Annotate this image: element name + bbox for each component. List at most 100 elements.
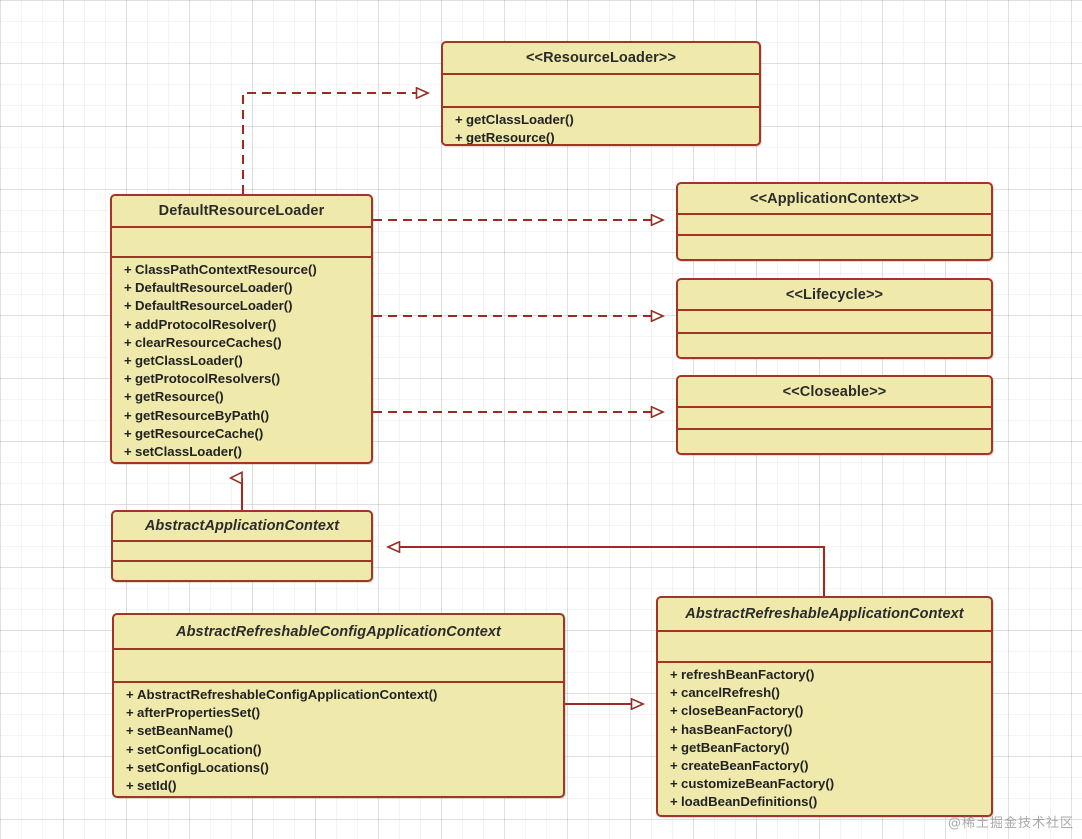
operation-label: setBeanName() [137,723,234,739]
class-box-lifecycle[interactable]: <<Lifecycle>> [676,278,993,359]
visibility-marker: + [124,262,132,277]
operation-row: +getResource() [112,388,371,406]
class-title-applicationcontext: <<ApplicationContext>> [678,184,991,215]
operation-row: +DefaultResourceLoader() [112,279,371,297]
operation-label: clearResourceCaches() [135,334,282,350]
operation-label: AbstractRefreshableConfigApplicationCont… [137,687,438,702]
operation-row: +getResourceCache() [112,425,371,443]
class-box-abstractrefreshableapplicationcontext[interactable]: AbstractRefreshableApplicationContext +r… [656,596,993,817]
class-attributes-defaultresourceloader [112,228,371,258]
operation-row: +setConfigLocations() [114,759,563,777]
class-box-resourceloader[interactable]: <<ResourceLoader>> +getClassLoader() +ge… [441,41,761,146]
operation-row: +createBeanFactory() [658,757,991,775]
operation-label: loadBeanDefinitions() [681,794,818,810]
visibility-marker: + [124,444,132,460]
operation-label: refreshBeanFactory() [681,667,815,682]
class-box-abstractrefreshableconfigapplicationcontext[interactable]: AbstractRefreshableConfigApplicationCont… [112,613,565,798]
visibility-marker: + [670,685,678,701]
operation-row: +clearResourceCaches() [112,334,371,352]
visibility-marker: + [124,353,132,369]
visibility-marker: + [124,280,132,296]
class-title-abstractrefreshableconfigapplicationcontext: AbstractRefreshableConfigApplicationCont… [114,615,563,650]
class-attributes-lifecycle [678,311,991,334]
watermark: @稀土掘金技术社区 [947,816,1074,831]
class-operations-defaultresourceloader: +ClassPathContextResource() +DefaultReso… [112,258,371,462]
operation-label: getProtocolResolvers() [135,371,281,387]
visibility-marker: + [670,667,678,682]
class-box-applicationcontext[interactable]: <<ApplicationContext>> [676,182,993,261]
operation-label: customizeBeanFactory() [681,776,835,792]
visibility-marker: + [670,794,678,810]
operation-label: getResourceByPath() [135,407,270,423]
class-attributes-abstractrefreshableconfigapplicationcontext [114,650,563,683]
class-box-defaultresourceloader[interactable]: DefaultResourceLoader +ClassPathContextR… [110,194,373,464]
visibility-marker: + [124,371,132,387]
operation-row: +setConfigLocation() [114,741,563,759]
visibility-marker: + [670,703,678,719]
class-operations-lifecycle [678,334,991,357]
class-attributes-abstractapplicationcontext [113,542,371,562]
operation-row: +closeBeanFactory() [658,702,991,720]
class-attributes-abstractrefreshableapplicationcontext [658,632,991,663]
class-operations-abstractrefreshableconfigapplicationcontext: +AbstractRefreshableConfigApplicationCon… [114,683,563,796]
operation-label: getResourceCache() [135,425,264,441]
operation-row: +ClassPathContextResource() [112,261,371,279]
visibility-marker: + [670,739,678,755]
operation-label: getClassLoader() [135,353,243,369]
operation-row: +setClassLoader() [112,443,371,461]
class-attributes-closeable [678,408,991,430]
edge-defaultresourceloader-to-resourceloader [241,93,428,194]
class-title-abstractrefreshableapplicationcontext: AbstractRefreshableApplicationContext [658,598,991,632]
operation-label: cancelRefresh() [681,685,780,701]
visibility-marker: + [126,723,134,739]
visibility-marker: + [126,705,134,721]
operation-row: +addProtocolResolver() [112,316,371,334]
visibility-marker: + [124,316,132,332]
visibility-marker: + [670,758,678,774]
class-operations-closeable [678,430,991,453]
visibility-marker: + [670,776,678,792]
operation-label: DefaultResourceLoader() [135,298,293,314]
operation-row: +afterPropertiesSet() [114,704,563,722]
class-attributes-resourceloader [443,75,759,108]
visibility-marker: + [124,407,132,423]
operation-row: +getResourceByPath() [112,407,371,425]
operation-label: getBeanFactory() [681,739,790,755]
operation-label: afterPropertiesSet() [137,705,261,721]
visibility-marker: + [126,687,134,702]
class-box-closeable[interactable]: <<Closeable>> [676,375,993,455]
operation-row: +cancelRefresh() [658,684,991,702]
operation-row: +setBeanName() [114,722,563,740]
operation-row: +getClassLoader() [112,352,371,370]
operation-label: hasBeanFactory() [681,721,793,737]
visibility-marker: + [124,425,132,441]
operation-label: getClassLoader() [466,112,574,127]
class-operations-abstractrefreshableapplicationcontext: +refreshBeanFactory() +cancelRefresh() +… [658,663,991,815]
operation-label: setClassLoader() [135,444,243,460]
operation-label: setConfigLocations() [137,759,269,775]
operation-row: +setId() [114,777,563,795]
edge-abstractrefreshableapplicationcontext-to-abstractapplicationcontext [388,547,826,596]
operation-row: +refreshBeanFactory() [658,666,991,684]
operation-row: +hasBeanFactory() [658,721,991,739]
visibility-marker: + [124,389,132,405]
class-title-closeable: <<Closeable>> [678,377,991,408]
visibility-marker: + [124,298,132,314]
operation-label: ClassPathContextResource() [135,262,317,277]
operation-label: getResource() [466,130,555,146]
operation-label: createBeanFactory() [681,758,809,774]
operation-row: +getResource() [443,129,759,146]
visibility-marker: + [126,759,134,775]
class-box-abstractapplicationcontext[interactable]: AbstractApplicationContext [111,510,373,582]
operation-label: addProtocolResolver() [135,316,277,332]
class-title-defaultresourceloader: DefaultResourceLoader [112,196,371,228]
operation-label: setConfigLocation() [137,741,262,757]
operation-row: +DefaultResourceLoader() [112,297,371,315]
operation-label: DefaultResourceLoader() [135,280,293,296]
visibility-marker: + [126,741,134,757]
class-title-abstractapplicationcontext: AbstractApplicationContext [113,512,371,542]
operation-row: +customizeBeanFactory() [658,775,991,793]
operation-row: +getBeanFactory() [658,739,991,757]
visibility-marker: + [124,334,132,350]
